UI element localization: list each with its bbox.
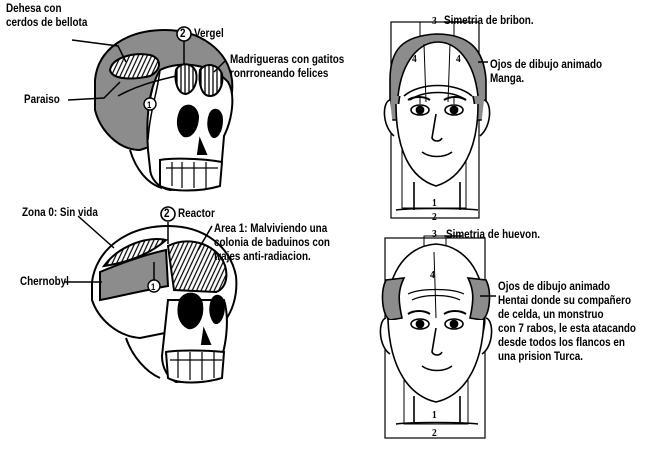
marker-paraiso: 1 [147, 100, 152, 110]
face-bottom [379, 235, 493, 439]
face-bottom-num-3: 3 [432, 228, 437, 240]
label-madrigueras: Madrigueras con gatitos ronrroneando fel… [230, 54, 345, 80]
skull-top [94, 28, 234, 192]
face-top-num-1: 1 [432, 197, 437, 209]
leader-lines [64, 21, 496, 297]
face-top-num-2: 2 [432, 211, 437, 223]
face-top-num-4a: 4 [412, 53, 417, 65]
face-top-num-3: 3 [432, 15, 437, 27]
face-bottom-num-1: 1 [432, 409, 437, 421]
label-ojos-hentai: Ojos de dibujo animado Hentai donde su c… [498, 281, 636, 363]
skull-bottom [91, 224, 238, 384]
label-reactor: Reactor [178, 208, 215, 220]
face-top-num-4b: 4 [456, 53, 461, 65]
label-dehesa: Dehesa con cerdos de bellota [6, 3, 88, 29]
marker-reactor: 2 [164, 208, 170, 220]
label-area1: Area 1: Malviviendo una colonia de badui… [214, 223, 330, 263]
label-simetria-huevon: Simetria de huevon. [446, 229, 540, 241]
face-bottom-num-2: 2 [432, 427, 437, 439]
label-simetria-bribon: Simetria de bribon. [444, 15, 534, 27]
label-chernobyl: Chernobyl [20, 276, 69, 288]
label-vergel: Vergel [194, 28, 224, 40]
marker-vergel: 2 [180, 28, 186, 40]
face-top [383, 21, 491, 219]
label-paraiso: Paraiso [24, 94, 60, 106]
markers [143, 26, 192, 293]
marker-chernobyl: 1 [151, 282, 156, 292]
face-bottom-num-4: 4 [430, 269, 435, 281]
label-zona0: Zona 0: Sin vida [22, 207, 98, 219]
label-ojos-manga: Ojos de dibujo animado Manga. [490, 59, 603, 85]
